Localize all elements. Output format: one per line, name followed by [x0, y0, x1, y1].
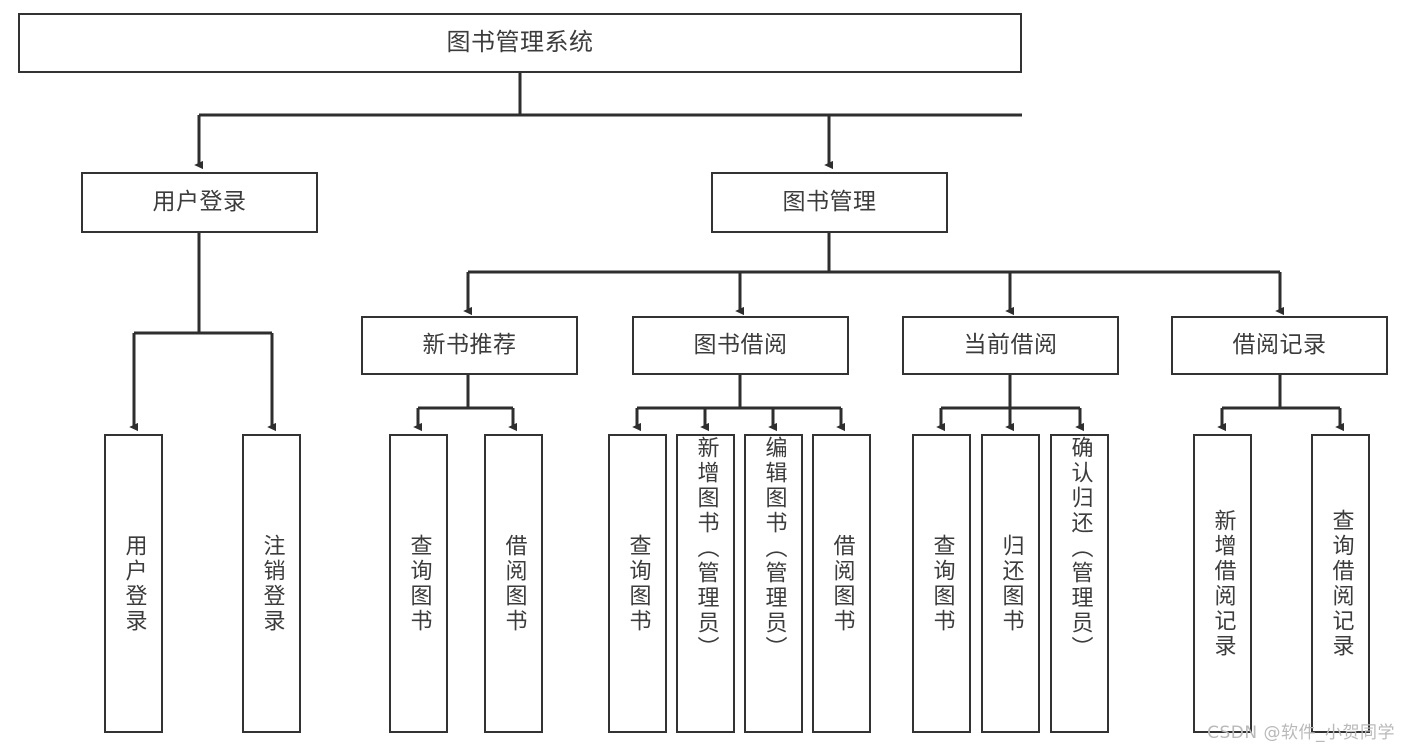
node-label: 归还图书	[998, 533, 1024, 634]
node-label: 借阅记录	[1232, 332, 1327, 359]
node-label: 图书管理	[782, 189, 877, 216]
leaf-query-book-recommend[interactable]: 查询图书	[389, 434, 448, 733]
leaf-logout[interactable]: 注销登录	[242, 434, 301, 733]
node-label: 查询图书	[625, 533, 651, 634]
node-label: 借阅图书	[829, 533, 855, 634]
node-book-management[interactable]: 图书管理	[711, 172, 948, 233]
leaf-confirm-return-admin[interactable]: 确认归还（管理员）	[1050, 434, 1109, 733]
node-user-login[interactable]: 用户登录	[81, 172, 318, 233]
node-label: 查询图书	[929, 533, 955, 634]
leaf-query-book-current[interactable]: 查询图书	[912, 434, 971, 733]
leaf-query-borrow-record[interactable]: 查询借阅记录	[1311, 434, 1370, 733]
leaf-borrow-book-recommend[interactable]: 借阅图书	[484, 434, 543, 733]
node-label: 借阅图书	[501, 533, 527, 634]
leaf-query-book[interactable]: 查询图书	[608, 434, 667, 733]
node-borrow-record[interactable]: 借阅记录	[1171, 316, 1388, 375]
node-current-borrow[interactable]: 当前借阅	[902, 316, 1119, 375]
leaf-user-login[interactable]: 用户登录	[104, 434, 163, 733]
node-label: 图书借阅	[693, 332, 788, 359]
leaf-return-book[interactable]: 归还图书	[981, 434, 1040, 733]
node-book-borrow[interactable]: 图书借阅	[632, 316, 849, 375]
node-label: 新书推荐	[422, 332, 517, 359]
csdn-watermark: CSDN @软件_小贺同学	[1207, 723, 1395, 743]
node-label: 编辑图书（管理员）	[761, 436, 787, 661]
node-label: 用户登录	[121, 533, 147, 634]
node-label: 新增借阅记录	[1210, 508, 1236, 659]
node-label: 注销登录	[259, 533, 285, 634]
node-label: 用户登录	[152, 189, 247, 216]
node-label: 确认归还（管理员）	[1067, 436, 1093, 661]
node-label: 查询借阅记录	[1328, 508, 1354, 659]
node-label: 新增图书（管理员）	[693, 436, 719, 661]
leaf-add-book-admin[interactable]: 新增图书（管理员）	[676, 434, 735, 733]
leaf-add-borrow-record[interactable]: 新增借阅记录	[1193, 434, 1252, 733]
node-label: 图书管理系统	[446, 28, 594, 57]
node-label: 当前借阅	[963, 332, 1058, 359]
node-new-book-recommend[interactable]: 新书推荐	[361, 316, 578, 375]
node-book-management-system[interactable]: 图书管理系统	[18, 13, 1022, 73]
leaf-borrow-book[interactable]: 借阅图书	[812, 434, 871, 733]
node-label: 查询图书	[406, 533, 432, 634]
leaf-edit-book-admin[interactable]: 编辑图书（管理员）	[744, 434, 803, 733]
